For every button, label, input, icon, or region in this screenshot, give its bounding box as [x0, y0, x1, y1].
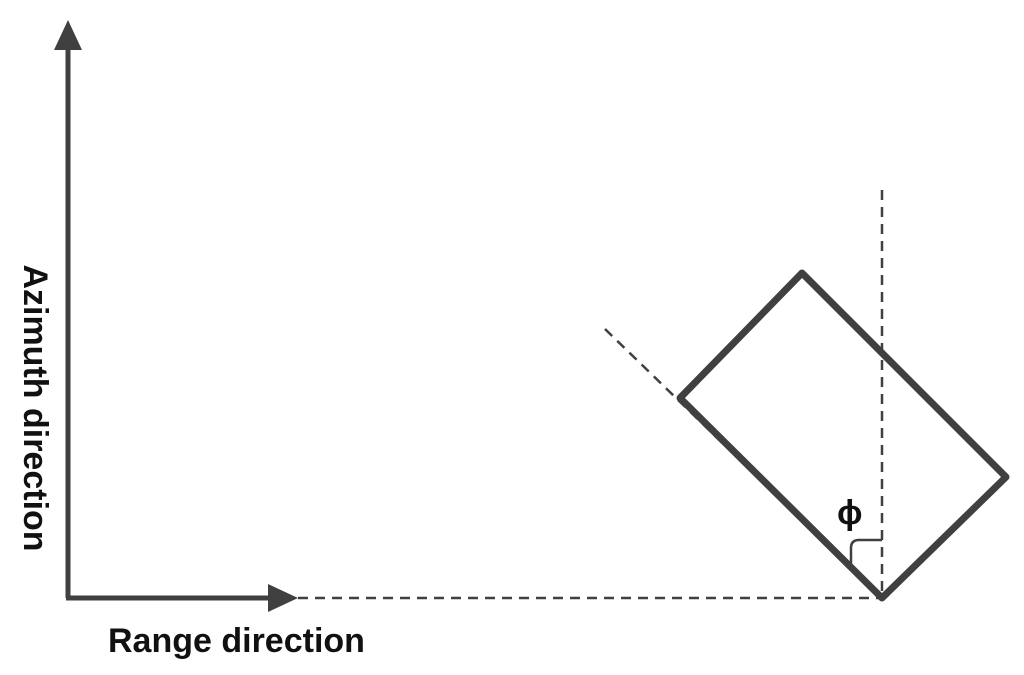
angle-marker-arc: [849, 538, 882, 564]
azimuth-axis: [54, 20, 82, 598]
azimuth-arrow-head: [54, 20, 82, 50]
angle-phi-label: ϕ: [837, 494, 862, 532]
azimuth-direction-label: Azimuth direction: [16, 264, 54, 551]
range-direction-label: Range direction: [108, 622, 365, 660]
range-arrow-head: [268, 584, 298, 612]
rotated-rectangle: [676, 269, 1010, 602]
range-axis: [66, 584, 298, 612]
